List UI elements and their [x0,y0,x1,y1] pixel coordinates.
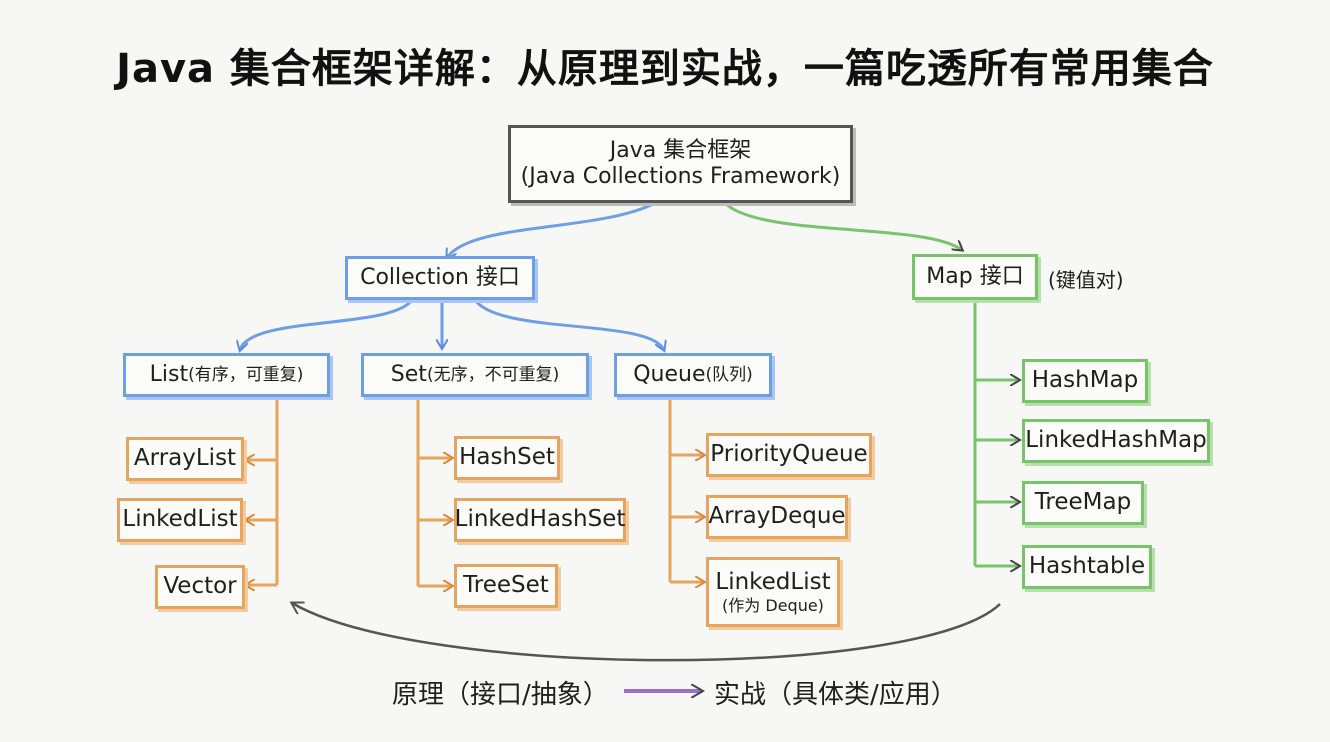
map-item-label: LinkedHashMap [1025,427,1207,454]
set-item-hashset: HashSet [454,436,560,480]
map-label: Map 接口 [926,263,1024,289]
list-item-label: Vector [163,573,237,600]
return-arc-arrow [292,603,1001,662]
set-item-label: HashSet [459,444,555,471]
set-item-label: LinkedHashSet [454,506,626,533]
queue-item-label: LinkedList [715,568,831,595]
root-to-map-arrow [723,201,962,250]
queue-item-arraydeque: ArrayDeque [706,495,848,539]
list-note: (有序，可重复) [188,364,304,385]
queue-node: Queue (队列) [614,353,772,397]
queue-item-linkedlist: LinkedList (作为 Deque) [706,557,840,627]
list-label: List [149,361,189,387]
queue-item-label: ArrayDeque [708,503,846,530]
collection-to-queue-arrow [473,299,664,350]
list-item-linkedlist: LinkedList [117,498,243,542]
principle-label: 原理（接口/抽象） [392,680,609,710]
root-line-2: (Java Collections Framework) [520,164,841,189]
queue-item-label: PriorityQueue [710,441,868,468]
list-item-arraylist: ArrayList [126,437,244,481]
list-node: List (有序，可重复) [123,353,330,397]
queue-label: Queue [633,361,706,387]
queue-item-priorityqueue: PriorityQueue [706,433,872,477]
set-label: Set [390,361,427,387]
map-item-label: Hashtable [1028,553,1146,580]
map-node: Map 接口 [912,254,1038,300]
map-note: (键值对) [1048,268,1124,292]
map-item-hashtable: Hashtable [1022,545,1152,589]
map-item-label: TreeMap [1034,489,1132,516]
list-item-label: ArrayList [133,445,237,472]
map-item-linkedhashmap: LinkedHashMap [1022,419,1210,463]
practice-label: 实战（具体类/应用） [714,680,957,710]
list-item-label: LinkedList [122,506,238,533]
list-item-vector: Vector [155,565,245,609]
map-item-hashmap: HashMap [1022,359,1148,403]
collection-label: Collection 接口 [360,264,520,290]
root-node: Java 集合框架 (Java Collections Framework) [508,125,853,203]
map-item-label: HashMap [1031,367,1139,394]
page-title: Java 集合框架详解：从原理到实战，一篇吃透所有常用集合 [116,46,1214,92]
collection-to-list-arrow [240,298,414,350]
map-item-treemap: TreeMap [1022,481,1144,525]
set-item-treeset: TreeSet [454,564,558,608]
root-to-collection-arrow [447,201,656,258]
set-item-linkedhashset: LinkedHashSet [454,498,626,542]
root-line-1: Java 集合框架 [609,137,752,163]
queue-item-sub: (作为 Deque) [722,596,824,616]
queue-note: (队列) [705,364,753,385]
collection-node: Collection 接口 [345,256,535,300]
set-note: (无序，不可重复) [426,364,560,385]
set-node: Set (无序，不可重复) [361,353,589,397]
set-item-label: TreeSet [463,572,549,599]
